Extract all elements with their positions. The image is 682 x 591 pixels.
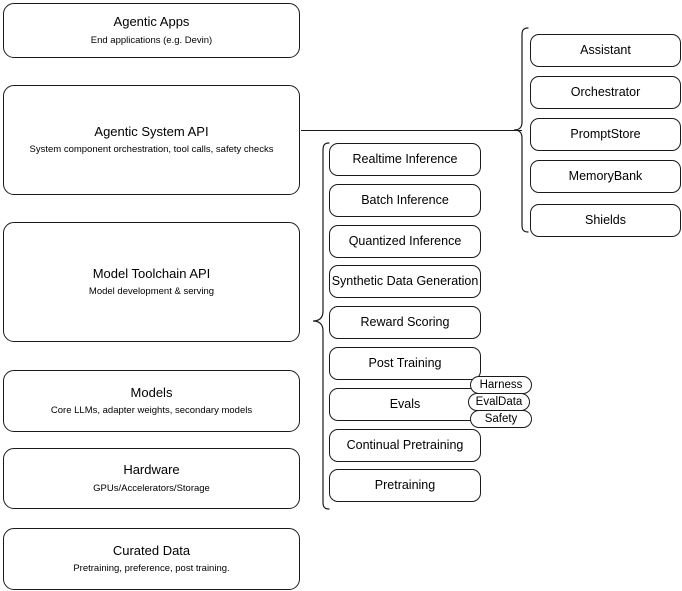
layer-subtitle: Pretraining, preference, post training. <box>73 563 230 575</box>
brace-agentic-system-components <box>513 27 529 233</box>
layer-title: Agentic Apps <box>113 14 190 30</box>
component-quantized-inference[interactable]: Quantized Inference <box>329 225 481 258</box>
layer-agentic-system-api[interactable]: Agentic System API System component orch… <box>3 85 300 195</box>
layer-subtitle: End applications (e.g. Devin) <box>90 34 213 46</box>
layer-title: Models <box>130 384 173 400</box>
connector-line-agentic-system <box>301 130 522 131</box>
badge-evaldata[interactable]: EvalData <box>468 393 530 411</box>
layer-title: Model Toolchain API <box>92 265 211 281</box>
component-memorybank[interactable]: MemoryBank <box>530 160 681 193</box>
layer-title: Hardware <box>123 462 180 478</box>
component-label: Quantized Inference <box>348 233 462 248</box>
badge-label: Harness <box>479 379 523 391</box>
component-batch-inference[interactable]: Batch Inference <box>329 184 481 217</box>
component-promptstore[interactable]: PromptStore <box>530 118 681 151</box>
component-continual-pretraining[interactable]: Continual Pretraining <box>329 429 481 462</box>
component-label: Pretraining <box>374 477 436 492</box>
layer-hardware[interactable]: Hardware GPUs/Accelerators/Storage <box>3 448 300 509</box>
badge-label: Safety <box>484 413 518 425</box>
component-realtime-inference[interactable]: Realtime Inference <box>329 143 481 176</box>
badge-harness[interactable]: Harness <box>470 376 532 394</box>
layer-title: Curated Data <box>112 542 191 558</box>
component-reward-scoring[interactable]: Reward Scoring <box>329 306 481 339</box>
component-label: MemoryBank <box>568 168 643 183</box>
brace-model-toolchain-components <box>312 142 330 510</box>
component-label: Synthetic Data Generation <box>331 273 479 288</box>
component-label: Post Training <box>368 355 442 370</box>
badge-safety[interactable]: Safety <box>470 410 532 428</box>
layer-subtitle: Core LLMs, adapter weights, secondary mo… <box>50 405 253 417</box>
component-label: Evals <box>389 396 421 411</box>
layer-models[interactable]: Models Core LLMs, adapter weights, secon… <box>3 370 300 432</box>
layer-curated-data[interactable]: Curated Data Pretraining, preference, po… <box>3 528 300 590</box>
layer-model-toolchain-api[interactable]: Model Toolchain API Model development & … <box>3 222 300 342</box>
component-orchestrator[interactable]: Orchestrator <box>530 76 681 109</box>
layer-subtitle: System component orchestration, tool cal… <box>29 144 274 156</box>
component-evals[interactable]: Evals <box>329 388 481 421</box>
component-label: Batch Inference <box>361 192 449 207</box>
layer-subtitle: GPUs/Accelerators/Storage <box>93 482 210 494</box>
component-label: PromptStore <box>570 126 641 141</box>
component-shields[interactable]: Shields <box>530 204 681 237</box>
component-label: Realtime Inference <box>352 151 458 166</box>
layer-subtitle: Model development & serving <box>88 286 215 298</box>
component-synthetic-data-generation[interactable]: Synthetic Data Generation <box>329 265 481 298</box>
component-assistant[interactable]: Assistant <box>530 34 681 67</box>
layer-title: Agentic System API <box>94 123 209 139</box>
component-label: Orchestrator <box>570 84 641 99</box>
component-post-training[interactable]: Post Training <box>329 347 481 380</box>
component-label: Assistant <box>580 42 631 57</box>
component-pretraining[interactable]: Pretraining <box>329 469 481 502</box>
badge-label: EvalData <box>475 396 523 408</box>
component-label: Shields <box>585 212 626 227</box>
component-label: Continual Pretraining <box>346 437 464 452</box>
component-label: Reward Scoring <box>360 314 450 329</box>
layer-agentic-apps[interactable]: Agentic Apps End applications (e.g. Devi… <box>3 3 300 58</box>
